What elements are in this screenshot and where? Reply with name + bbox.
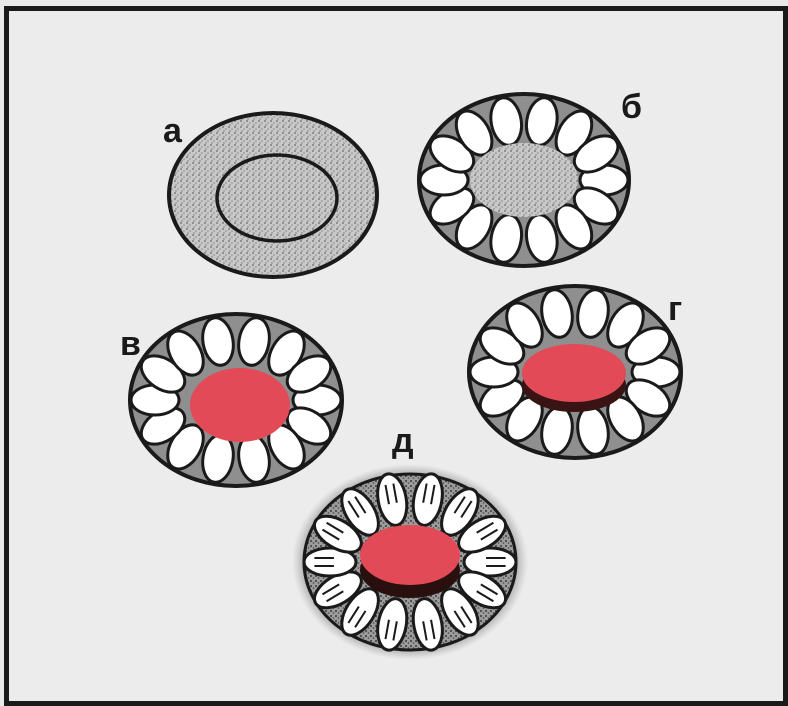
label-g: г <box>668 290 682 328</box>
stage-v: в <box>120 314 342 486</box>
stage-a: а <box>163 112 377 277</box>
stage-b-core <box>470 143 578 217</box>
stage-d: д <box>292 422 528 660</box>
stage-g-red-core <box>522 344 626 402</box>
label-v: в <box>120 325 141 363</box>
label-b: б <box>621 88 642 126</box>
stage-g: г <box>469 286 682 458</box>
stage-d-red-core <box>360 525 460 585</box>
label-a: а <box>163 112 183 150</box>
stage-v-red-core <box>190 368 290 442</box>
stage-a-inner-ring <box>217 155 337 241</box>
label-d: д <box>392 422 414 460</box>
stage-b: б <box>419 88 642 266</box>
